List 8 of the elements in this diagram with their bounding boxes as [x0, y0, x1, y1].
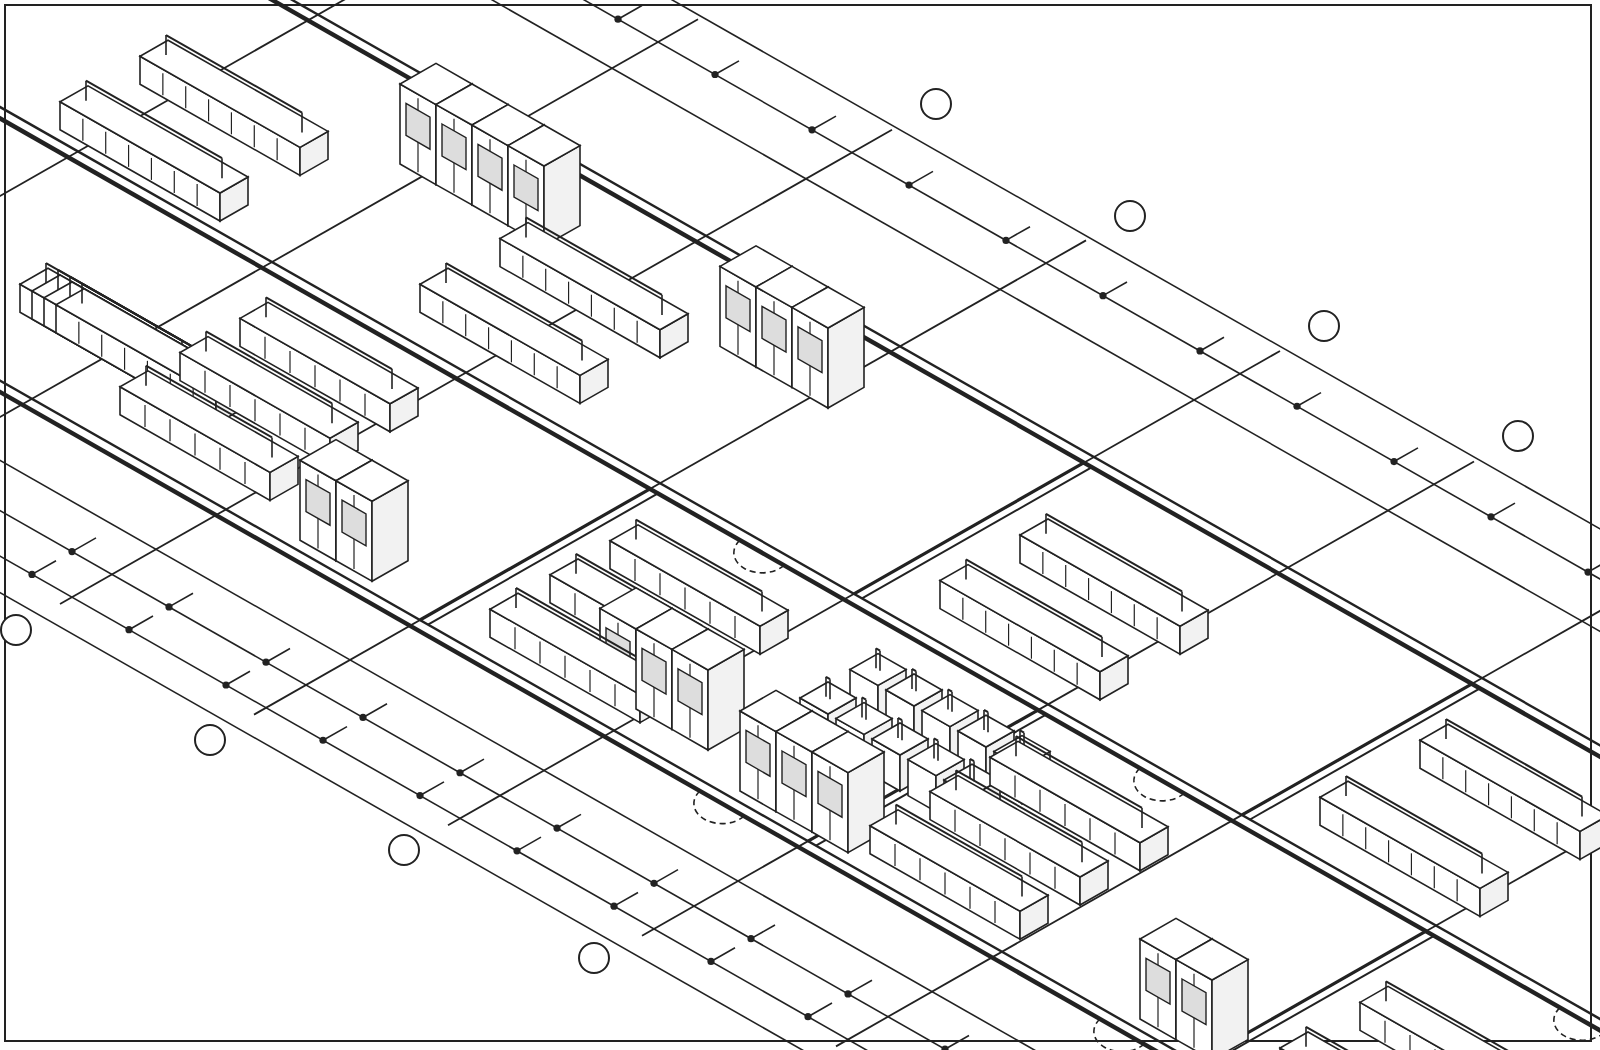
grid-bubble	[1308, 309, 1340, 342]
grid-bubble	[388, 834, 420, 867]
grid-bubble	[0, 613, 32, 646]
grid-bubble	[194, 723, 226, 756]
grid-bubble	[578, 942, 610, 975]
grid-bubble	[1502, 420, 1534, 453]
grid-bubble	[920, 88, 952, 121]
grid-bubble	[1114, 199, 1146, 232]
